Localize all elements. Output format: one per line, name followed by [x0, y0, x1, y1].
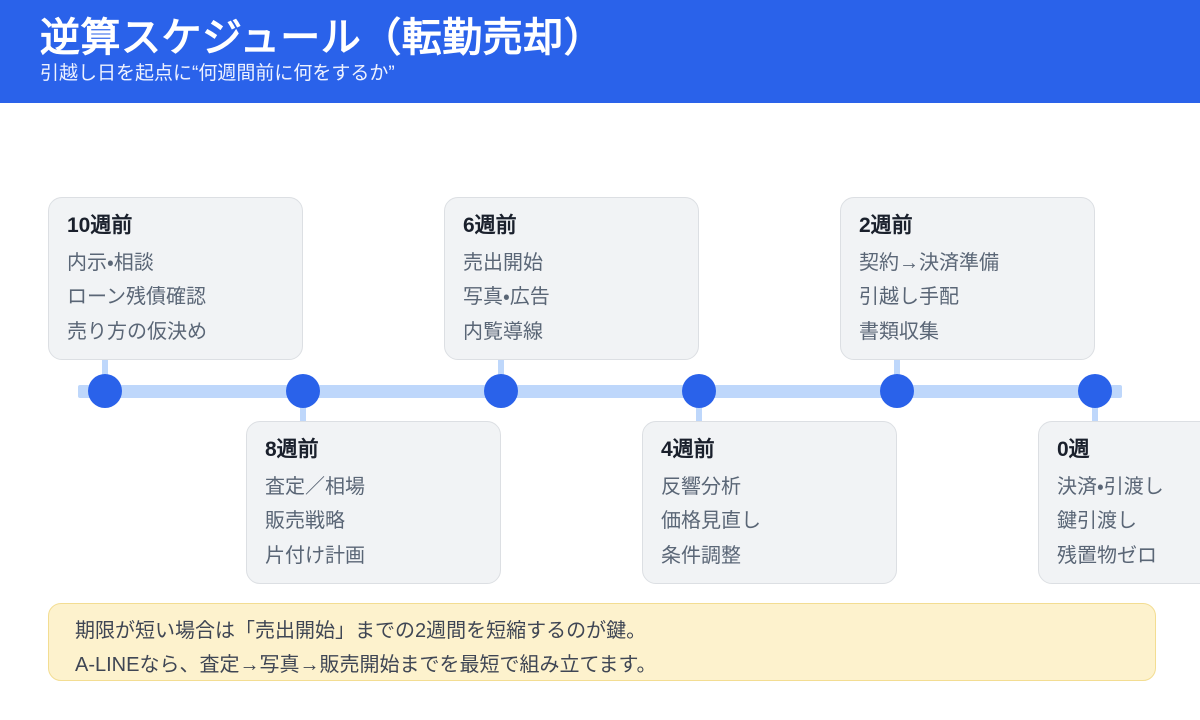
note-line-2: A-LINEなら、査定→写真→販売開始までを最短で組み立てます。 [75, 654, 657, 677]
timeline-node-week-6[interactable] [484, 374, 518, 408]
note-line-1: 期限が短い場合は「売出開始」までの2週間を短縮するのが鍵。 [75, 620, 647, 642]
timeline-node-week-4[interactable] [682, 374, 716, 408]
milestone-task: 内示・相談 [67, 252, 154, 275]
milestone-task: 査定／相場 [265, 476, 365, 499]
timeline-section: 10週前内示・相談ローン残債確認売り方の仮決め 8週前査定／相場販売戦略片付け計画… [0, 103, 1200, 593]
timeline-node-week-0[interactable] [1078, 374, 1112, 408]
milestone-task: 片付け計画 [265, 544, 365, 567]
milestone-card-week-10[interactable]: 10週前内示・相談ローン残債確認売り方の仮決め [48, 197, 303, 360]
milestone-task-list-week-8: 査定／相場販売戦略片付け計画 [265, 470, 482, 573]
page-subtitle: 引越し日を起点に“何週間前に何をするか” [40, 62, 395, 84]
milestone-task-list-week-2: 契約→決済準備引越し手配書類収集 [859, 246, 1076, 349]
timeline-node-week-8[interactable] [286, 374, 320, 408]
milestone-title-week-10: 10週前 [67, 214, 133, 237]
milestone-task: ローン残債確認 [67, 286, 206, 309]
page-title: 逆算スケジュール（転勤売却） [40, 16, 605, 60]
milestone-task: 内覧導線 [463, 320, 543, 343]
milestone-card-week-8[interactable]: 8週前査定／相場販売戦略片付け計画 [246, 421, 501, 584]
milestone-task: 販売戦略 [265, 510, 345, 533]
milestone-task: 売り方の仮決め [67, 320, 207, 343]
milestone-task: 写真・広告 [463, 286, 550, 309]
milestone-task: 売出開始 [463, 252, 543, 275]
milestone-task: 鍵引渡し [1057, 510, 1137, 533]
milestone-task: 残置物ゼロ [1057, 544, 1157, 567]
milestone-title-week-0: 0週 [1057, 438, 1090, 461]
milestone-card-week-2[interactable]: 2週前契約→決済準備引越し手配書類収集 [840, 197, 1095, 360]
milestone-task-list-week-4: 反響分析価格見直し条件調整 [661, 470, 878, 573]
milestone-task-list-week-10: 内示・相談ローン残債確認売り方の仮決め [67, 246, 284, 349]
milestone-title-week-8: 8週前 [265, 438, 319, 461]
milestone-task: 契約→決済準備 [859, 252, 999, 275]
milestone-task: 引越し手配 [859, 286, 959, 309]
timeline-node-week-10[interactable] [88, 374, 122, 408]
header-banner: 逆算スケジュール（転勤売却） 引越し日を起点に“何週間前に何をするか” [0, 0, 1200, 103]
milestone-task: 条件調整 [661, 544, 741, 567]
timeline-node-week-2[interactable] [880, 374, 914, 408]
milestone-card-week-4[interactable]: 4週前反響分析価格見直し条件調整 [642, 421, 897, 584]
milestone-task: 反響分析 [661, 476, 741, 499]
timeline-axis [78, 385, 1122, 398]
milestone-title-week-4: 4週前 [661, 438, 715, 461]
milestone-task: 価格見直し [661, 510, 761, 533]
milestone-task: 書類収集 [859, 320, 939, 343]
milestone-card-week-6[interactable]: 6週前売出開始写真・広告内覧導線 [444, 197, 699, 360]
milestone-card-week-0[interactable]: 0週決済・引渡し鍵引渡し残置物ゼロ [1038, 421, 1200, 584]
milestone-task-list-week-6: 売出開始写真・広告内覧導線 [463, 246, 680, 349]
milestone-title-week-2: 2週前 [859, 214, 913, 237]
callout-note: 期限が短い場合は「売出開始」までの2週間を短縮するのが鍵。 A-LINEなら、査… [48, 603, 1156, 681]
milestone-title-week-6: 6週前 [463, 214, 517, 237]
milestone-task: 決済・引渡し [1057, 476, 1164, 499]
milestone-task-list-week-0: 決済・引渡し鍵引渡し残置物ゼロ [1057, 470, 1200, 573]
